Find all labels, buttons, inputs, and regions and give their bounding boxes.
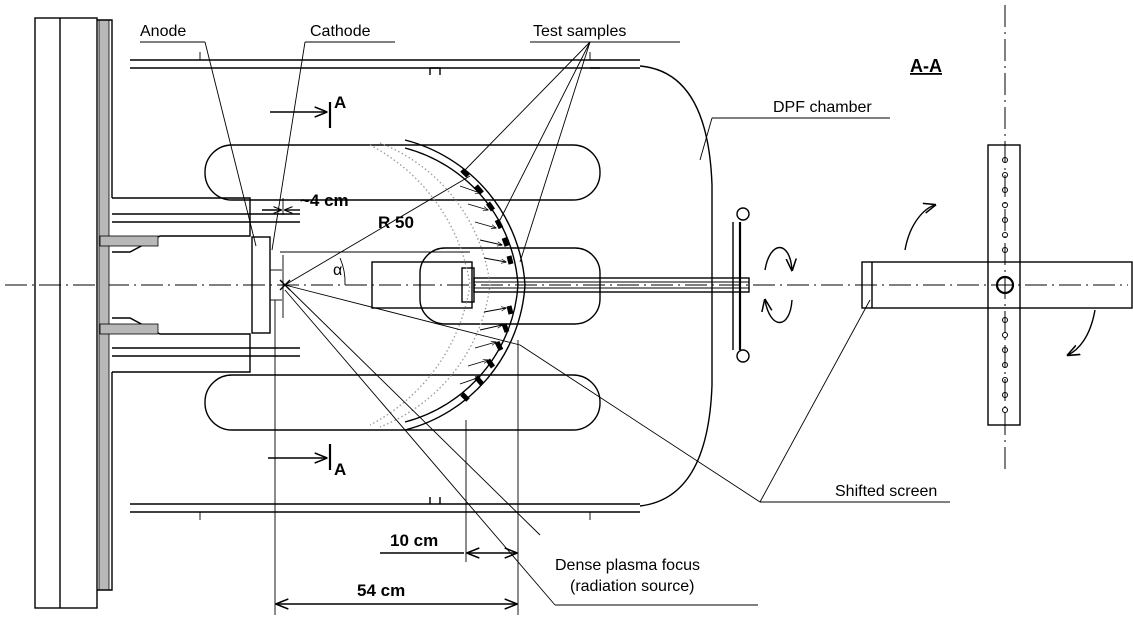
section-markers	[268, 102, 332, 470]
test-samples	[460, 168, 514, 402]
leader-lines	[140, 41, 950, 606]
label-section-mark-bottom: A	[334, 460, 346, 479]
label-shifted-screen: Shifted screen	[835, 483, 937, 500]
label-dim-54cm: 54 cm	[357, 581, 405, 600]
anode-assembly	[99, 197, 282, 373]
label-dense-plasma-focus: Dense plasma focus	[555, 557, 700, 574]
radiation-rays	[280, 175, 541, 536]
section-aa-view	[861, 5, 1133, 470]
label-anode: Anode	[140, 23, 186, 40]
dimension-lines	[262, 198, 519, 615]
label-section-aa: A-A	[910, 56, 942, 76]
label-cathode: Cathode	[310, 23, 371, 40]
label-radiation-source: (radiation source)	[570, 578, 695, 595]
sample-holder-shaft	[371, 261, 750, 309]
rotation-knob	[732, 207, 792, 363]
label-section-mark-top: A	[334, 93, 346, 112]
dpf-chamber	[130, 52, 713, 520]
spherical-screen	[369, 139, 526, 431]
label-dim-10cm: 10 cm	[390, 531, 438, 550]
label-radius: R 50	[378, 213, 414, 232]
chamber-slots	[204, 144, 601, 431]
cathode-rods	[112, 213, 300, 357]
label-test-samples: Test samples	[533, 23, 626, 40]
left-flange	[34, 17, 113, 609]
label-dim-4cm: ~4 cm	[300, 191, 349, 210]
focus-point	[279, 279, 291, 291]
label-alpha: α	[333, 262, 342, 279]
label-dpf-chamber: DPF chamber	[773, 99, 872, 116]
